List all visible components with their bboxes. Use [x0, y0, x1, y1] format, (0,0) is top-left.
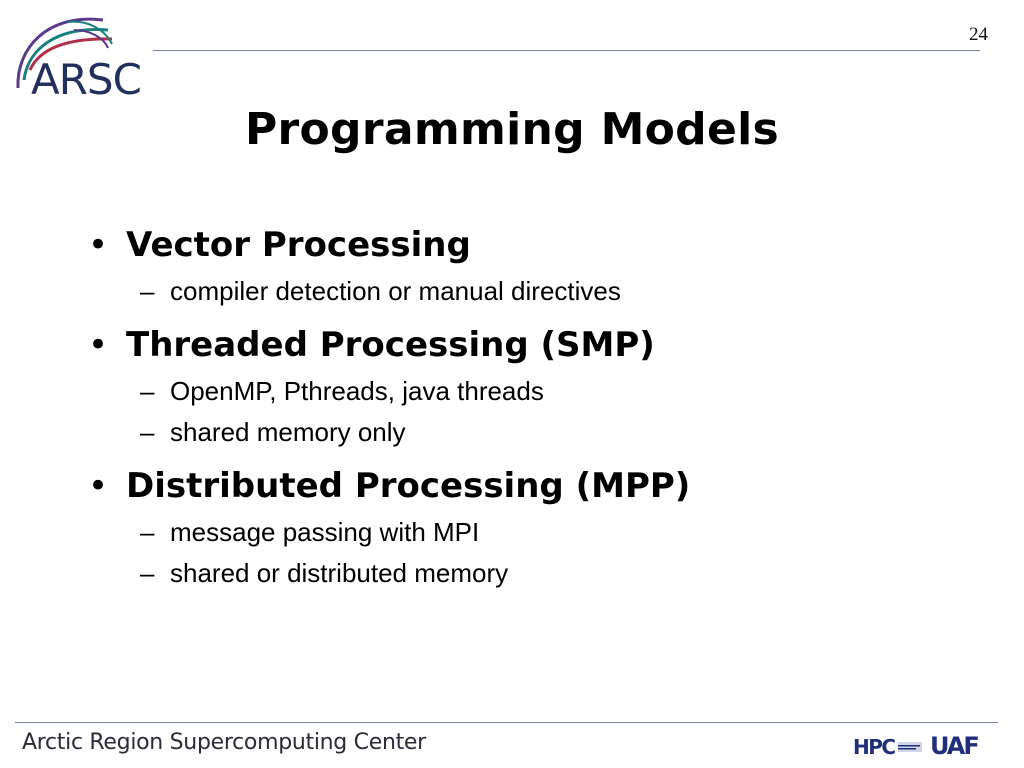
- sub-item: shared or distributed memory: [126, 555, 690, 591]
- bullet-item: Vector Processing compiler detection or …: [88, 222, 690, 309]
- arsc-arcs-graphic: [16, 17, 113, 89]
- page-number: 24: [969, 24, 988, 45]
- bullet-list: Vector Processing compiler detection or …: [88, 222, 690, 591]
- uaf-logo: UAF: [930, 730, 988, 762]
- footer-divider: [15, 722, 998, 723]
- bullet-item: Distributed Processing (MPP) message pas…: [88, 463, 690, 591]
- bullet-label: Vector Processing: [126, 225, 471, 265]
- sub-item: message passing with MPI: [126, 514, 690, 550]
- hpc-logo-graphic: [898, 742, 922, 752]
- logo-text: ARSC: [31, 55, 142, 104]
- uaf-logo-text: UAF: [930, 732, 980, 760]
- sub-item: compiler detection or manual directives: [126, 273, 690, 309]
- sub-list: OpenMP, Pthreads, java threads shared me…: [126, 373, 690, 450]
- sub-item: shared memory only: [126, 414, 690, 450]
- slide-title: Programming Models: [244, 104, 779, 155]
- arsc-logo: ARSC: [8, 8, 150, 108]
- header-divider: [153, 50, 980, 51]
- sub-list: message passing with MPI shared or distr…: [126, 514, 690, 591]
- footer-logos: HPC UAF: [850, 728, 990, 764]
- footer-org-name: Arctic Region Supercomputing Center: [22, 730, 426, 755]
- sub-list: compiler detection or manual directives: [126, 273, 690, 309]
- hpc-logo-text: HPC: [853, 735, 896, 759]
- sub-item: OpenMP, Pthreads, java threads: [126, 373, 690, 409]
- bullet-item: Threaded Processing (SMP) OpenMP, Pthrea…: [88, 322, 690, 450]
- bullet-label: Threaded Processing (SMP): [126, 325, 655, 365]
- hpc-logo: HPC: [850, 734, 924, 760]
- bullet-label: Distributed Processing (MPP): [126, 466, 691, 506]
